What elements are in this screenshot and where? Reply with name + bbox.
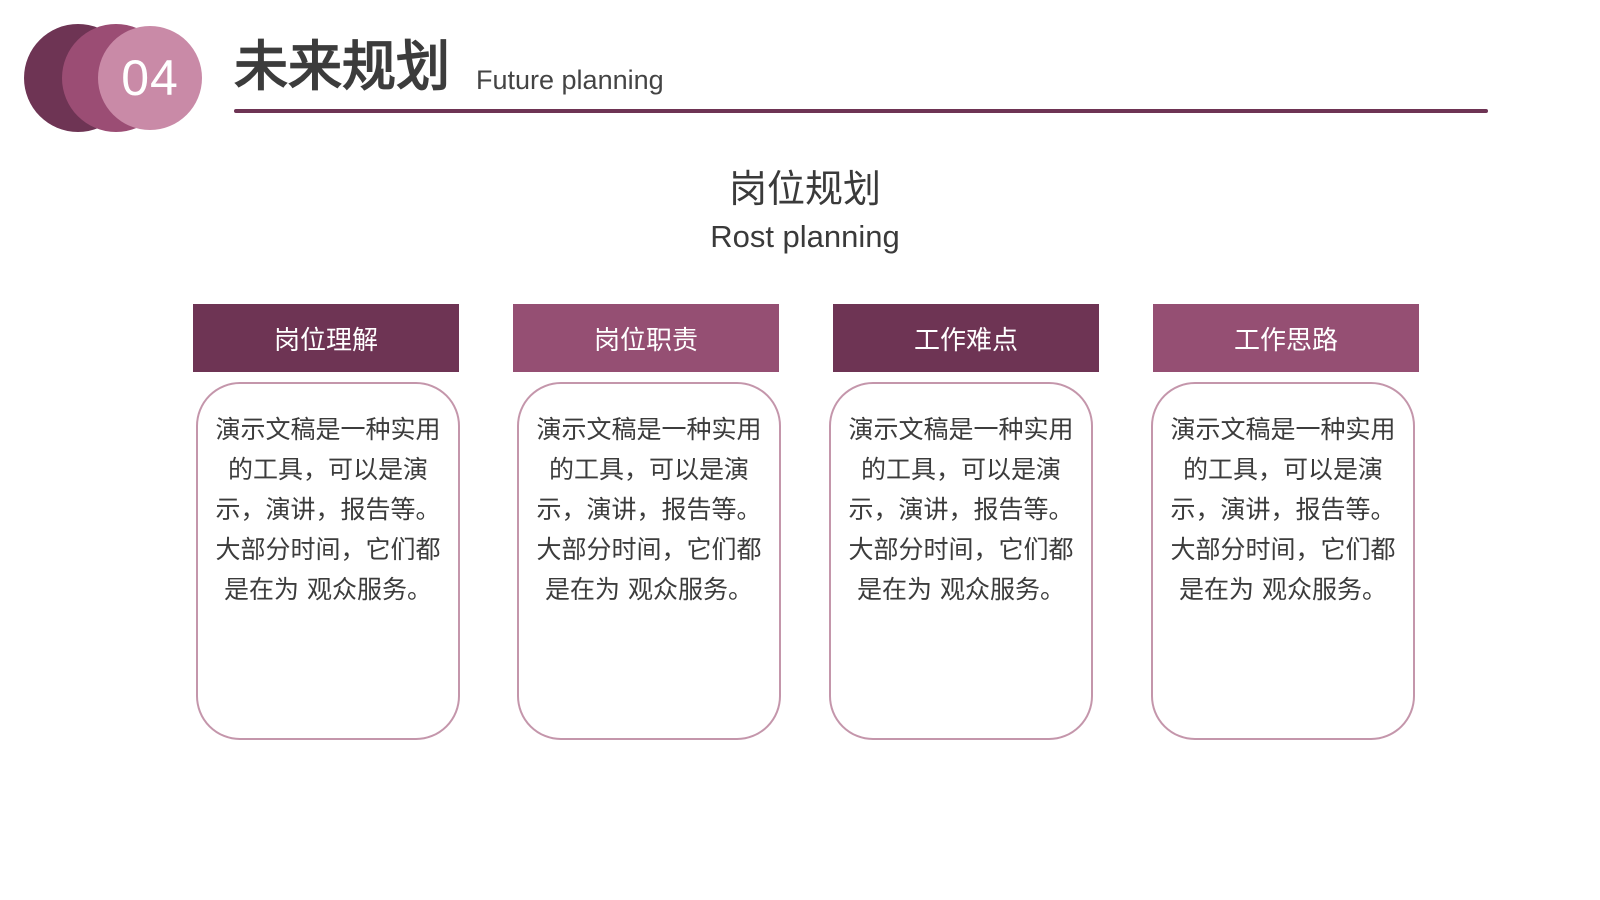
page-title: 未来规划 xyxy=(234,35,450,98)
card-body-1: 演示文稿是一种实用的工具，可以是演示，演讲，报告等。大部分时间，它们都是在为 观… xyxy=(196,382,460,740)
card-header-3: 工作难点 xyxy=(833,304,1099,372)
section-number: 04 xyxy=(121,50,179,106)
card-body-2: 演示文稿是一种实用的工具，可以是演示，演讲，报告等。大部分时间，它们都是在为 观… xyxy=(517,382,781,740)
title-underline xyxy=(234,109,1488,113)
badge-circle-front xyxy=(98,26,202,130)
card-header-2: 岗位职责 xyxy=(513,304,779,372)
section-title: 岗位规划 xyxy=(728,167,881,211)
page-title-english: Future planning xyxy=(476,65,664,95)
card-header-4: 工作思路 xyxy=(1153,304,1419,372)
card-body-3: 演示文稿是一种实用的工具，可以是演示，演讲，报告等。大部分时间，它们都是在为 观… xyxy=(829,382,1093,740)
card-body-4: 演示文稿是一种实用的工具，可以是演示，演讲，报告等。大部分时间，它们都是在为 观… xyxy=(1151,382,1415,740)
card-header-1: 岗位理解 xyxy=(193,304,459,372)
section-title-english: Rost planning xyxy=(710,219,900,254)
